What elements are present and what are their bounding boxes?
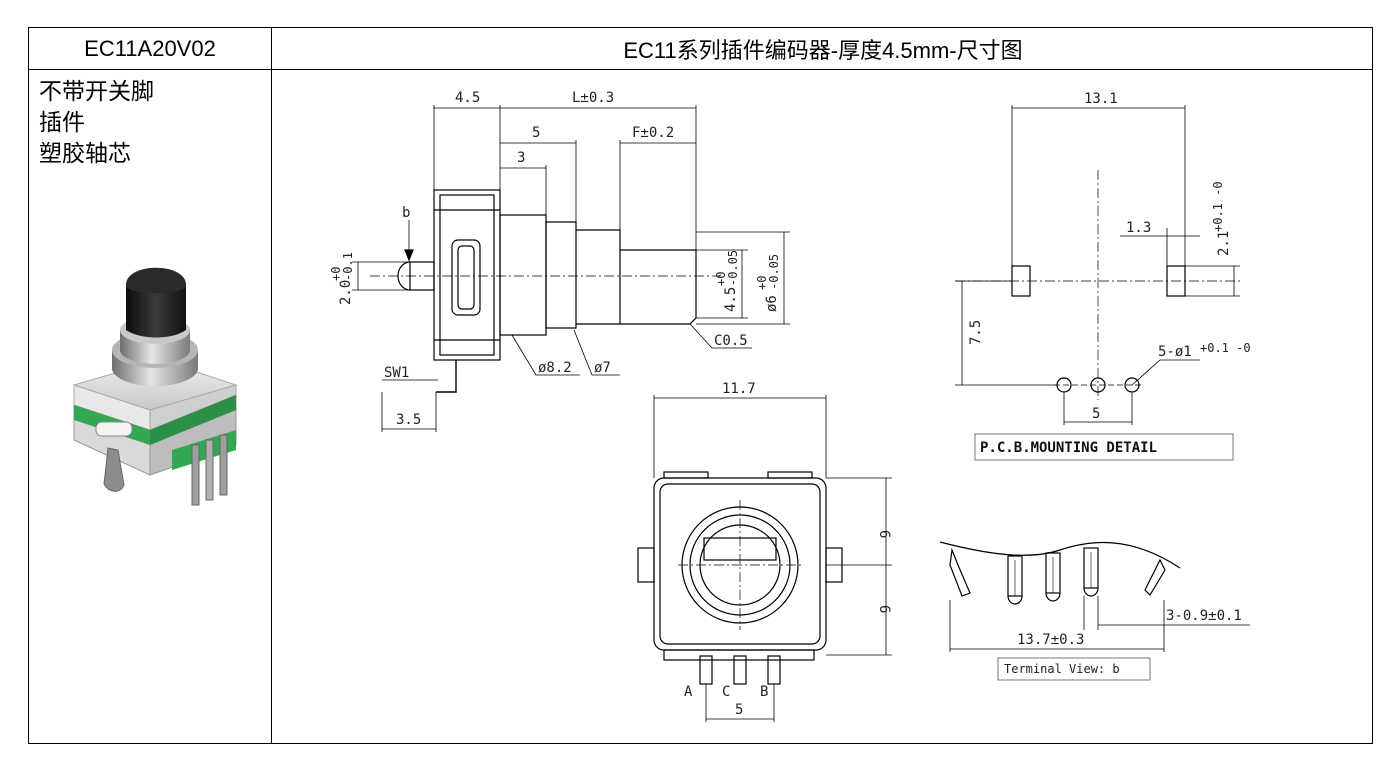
dim-length: L±0.3 [572,90,614,106]
side-view-labels: 4.5 L±0.3 5 3 F±0.2 b 2.0 +0 -0.1 4.5 +0… [329,90,781,428]
dim-body: 4.5 [455,90,480,106]
dim-6a: 6 [876,530,892,538]
dim-terminal-width: 13.7±0.3 [1017,632,1084,648]
pin-a: A [684,684,693,700]
front-view-labels: 11.7 6 6 A C B 5 [684,381,892,718]
dim-75: 7.5 [968,320,984,345]
dim-chamfer: C0.5 [714,333,748,349]
terminal-view-label: Terminal View: b [1004,662,1120,676]
dim-hole-pitch: 5 [1092,406,1100,422]
pcb-detail-labels: 13.1 1.3 2.1 +0.1 -0 7.5 5-ø1 +0.1 -0 5 … [968,91,1251,456]
feature-item: 插件 [39,109,85,135]
header-divider [29,69,1372,70]
dim-pitch: 5 [735,702,743,718]
pcb-detail [955,105,1240,461]
dim-pins: 3-0.9±0.1 [1166,608,1242,624]
dim-d7: ø7 [594,360,611,376]
dim-slot-tol: +0.1 -0 [1211,181,1225,232]
encoder-3d-render [72,267,238,506]
dim-shaft-tol-dn: -0.05 [767,254,781,290]
dim-holes: 5-ø1 [1158,344,1192,360]
dim-pin-tol-dn: -0.1 [341,252,355,281]
dim-3: 3 [517,150,525,166]
dim-flat: F±0.2 [632,125,674,141]
dim-width: 11.7 [722,381,756,397]
dim-pin-h: 2.0 [338,280,354,305]
dim-flat-tol-up: +0 [714,272,728,286]
feature-item: 不带开关脚 [39,78,154,104]
side-view [352,105,790,432]
dim-6b: 6 [876,605,892,613]
feature-item: 塑胶轴芯 [39,140,131,166]
dim-shaft-d: ø6 [764,295,780,312]
dim-flat-d: 4.5 [723,287,739,312]
front-view [637,395,892,722]
dim-slot-h: 2.1 [1216,231,1232,256]
pin-b: B [760,684,768,700]
dim-holes-tol: +0.1 -0 [1200,341,1251,355]
dim-d82: ø8.2 [538,360,572,376]
dim-pin-tol-up: +0 [329,267,343,281]
pcb-detail-label: P.C.B.MOUNTING DETAIL [980,440,1157,456]
terminal-view-labels: 3-0.9±0.1 13.7±0.3 Terminal View: b [1004,608,1242,676]
label-b: b [402,205,410,221]
dim-shaft-tol-up: +0 [755,276,769,290]
dim-flat-tol-dn: -0.05 [726,250,740,286]
dim-span: 13.1 [1084,91,1118,107]
pin-c: C [722,684,730,700]
dim-slot-w: 1.3 [1126,220,1151,236]
terminal-view [939,541,1250,681]
dim-5: 5 [532,125,540,141]
column-divider [271,28,272,743]
dim-sw: 3.5 [396,412,421,428]
label-sw1: SW1 [384,365,409,381]
model-number: EC11A20V02 [84,35,216,61]
spec-sheet: EC11A20V02 EC11系列插件编码器-厚度4.5mm-尺寸图 不带开关脚… [28,27,1373,744]
sheet-title: EC11系列插件编码器-厚度4.5mm-尺寸图 [623,37,1023,63]
feature-list: 不带开关脚 插件 塑胶轴芯 [39,76,154,169]
